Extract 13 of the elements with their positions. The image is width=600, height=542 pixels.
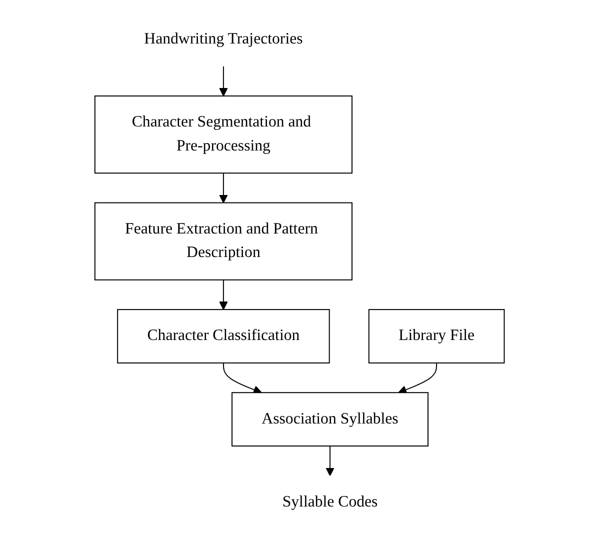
node-text: Syllable Codes xyxy=(282,493,378,510)
node-box: Character Segmentation and Pre-processing xyxy=(94,95,353,174)
node-box: Library File xyxy=(368,309,506,364)
arrow xyxy=(398,362,438,394)
node-text: Handwriting Trajectories xyxy=(144,30,304,48)
arrow xyxy=(220,279,228,310)
node-box: Feature Extraction and Pattern Description xyxy=(94,202,353,280)
arrow xyxy=(220,66,228,96)
node-box: Character Classification xyxy=(118,309,330,364)
arrow xyxy=(220,172,228,204)
arrow xyxy=(223,362,262,394)
arrow xyxy=(326,446,335,476)
node-box: Association Syllables xyxy=(232,392,429,446)
